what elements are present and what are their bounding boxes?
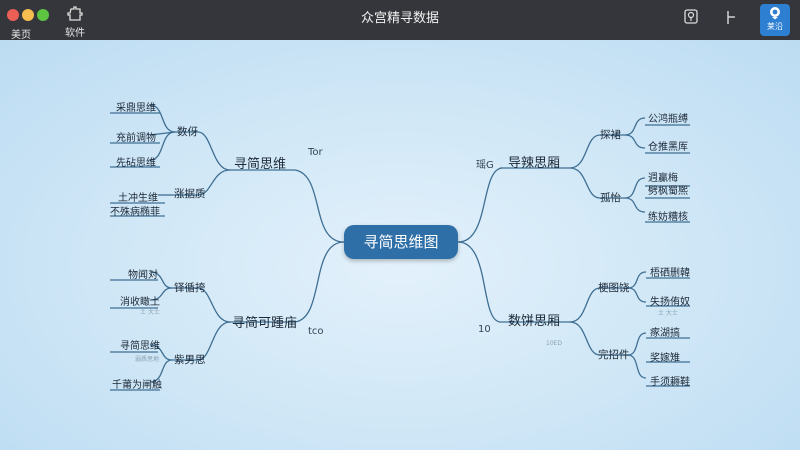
window-title: 众宫精寻数据 [360,11,439,26]
leaf-node[interactable]: 週贏梅 [648,173,678,184]
maximize-window-button[interactable] [37,9,49,21]
home-button[interactable]: 美页 [8,26,34,41]
leaf-node[interactable]: 采鼎思维 [116,103,156,114]
sub-node[interactable]: 探裙 [600,129,621,141]
branch-note: 10ED [546,340,563,347]
branch-top-left-tag: Tor [308,147,323,158]
leaf-node[interactable]: 劈枫蜀熈 [648,186,688,197]
leaf-node[interactable]: 土冲生维 [118,193,158,204]
sub-node[interactable]: 孤怡 [600,192,621,204]
sub-node[interactable]: 铎循挎 [174,282,206,294]
leaf-node[interactable]: 仓推黑厍 [648,142,688,153]
branch-icon[interactable] [722,8,740,26]
leaf-node[interactable]: 物闻对 [128,270,158,281]
leaf-node[interactable]: 不殊病椭菲 [110,207,160,218]
branch-bottom-left-tag: tco [308,326,324,337]
leaf-node[interactable]: 奖嫁雉 [650,353,680,364]
leaf-node[interactable]: 瘃湖搞 [650,328,680,339]
minimize-window-button[interactable] [22,9,34,21]
sub-node[interactable]: 完招件 [598,349,630,361]
leaf-node[interactable]: 梧硒删韓 [650,268,690,279]
title-bar: 美页 软件 众宫精寻数据 莱沿 [0,0,800,41]
leaf-node[interactable]: 充前调物 [116,133,156,144]
branch-top-left[interactable]: 寻简思维 [234,157,287,172]
leaf-note: 土 大士 [658,310,678,317]
leaf-note: 土 大士 [140,309,160,316]
leaf-note: 弱质思地 [135,356,160,363]
connector-lines [110,104,690,391]
plugin-button[interactable]: 软件 [62,6,88,39]
branch-top-right[interactable]: 导辣思厢 [508,156,561,171]
branch-bottom-right[interactable]: 数饼思厢 [508,314,561,329]
leaf-node[interactable]: 寻简思维 [120,341,160,352]
leaf-node[interactable]: 公鸿瓶缚 [648,114,688,125]
share-icon [770,7,780,20]
root-node[interactable]: 寻简思维图 [344,225,458,259]
leaf-node[interactable]: 练妨糟核 [648,212,688,223]
close-window-button[interactable] [7,9,19,21]
plugin-label: 软件 [65,28,85,39]
share-label: 莱沿 [767,22,783,31]
lightbulb-icon[interactable] [682,8,700,26]
leaf-node[interactable]: 千莆为闸触 [112,380,162,391]
leaf-node[interactable]: 手须耨鞋 [650,377,690,388]
branch-bottom-right-tag: 10 [478,324,491,335]
leaf-node[interactable]: 先砧思维 [116,158,156,169]
sub-node[interactable]: 数伢 [177,126,198,138]
plugin-icon [67,6,83,21]
branch-top-right-tag: 瑶G [476,160,494,171]
sub-node[interactable]: 梗图饶 [598,282,630,294]
home-label: 美页 [11,30,31,41]
leaf-node[interactable]: 消收瞰土 [120,297,160,308]
sub-node[interactable]: 涨据质 [174,188,206,200]
sub-node[interactable]: 紫男思 [174,354,206,366]
branch-bottom-left[interactable]: 寻简可踵庙 [232,316,298,331]
leaf-node[interactable]: 失扬侑奴 [650,297,690,308]
share-button[interactable]: 莱沿 [760,4,790,36]
